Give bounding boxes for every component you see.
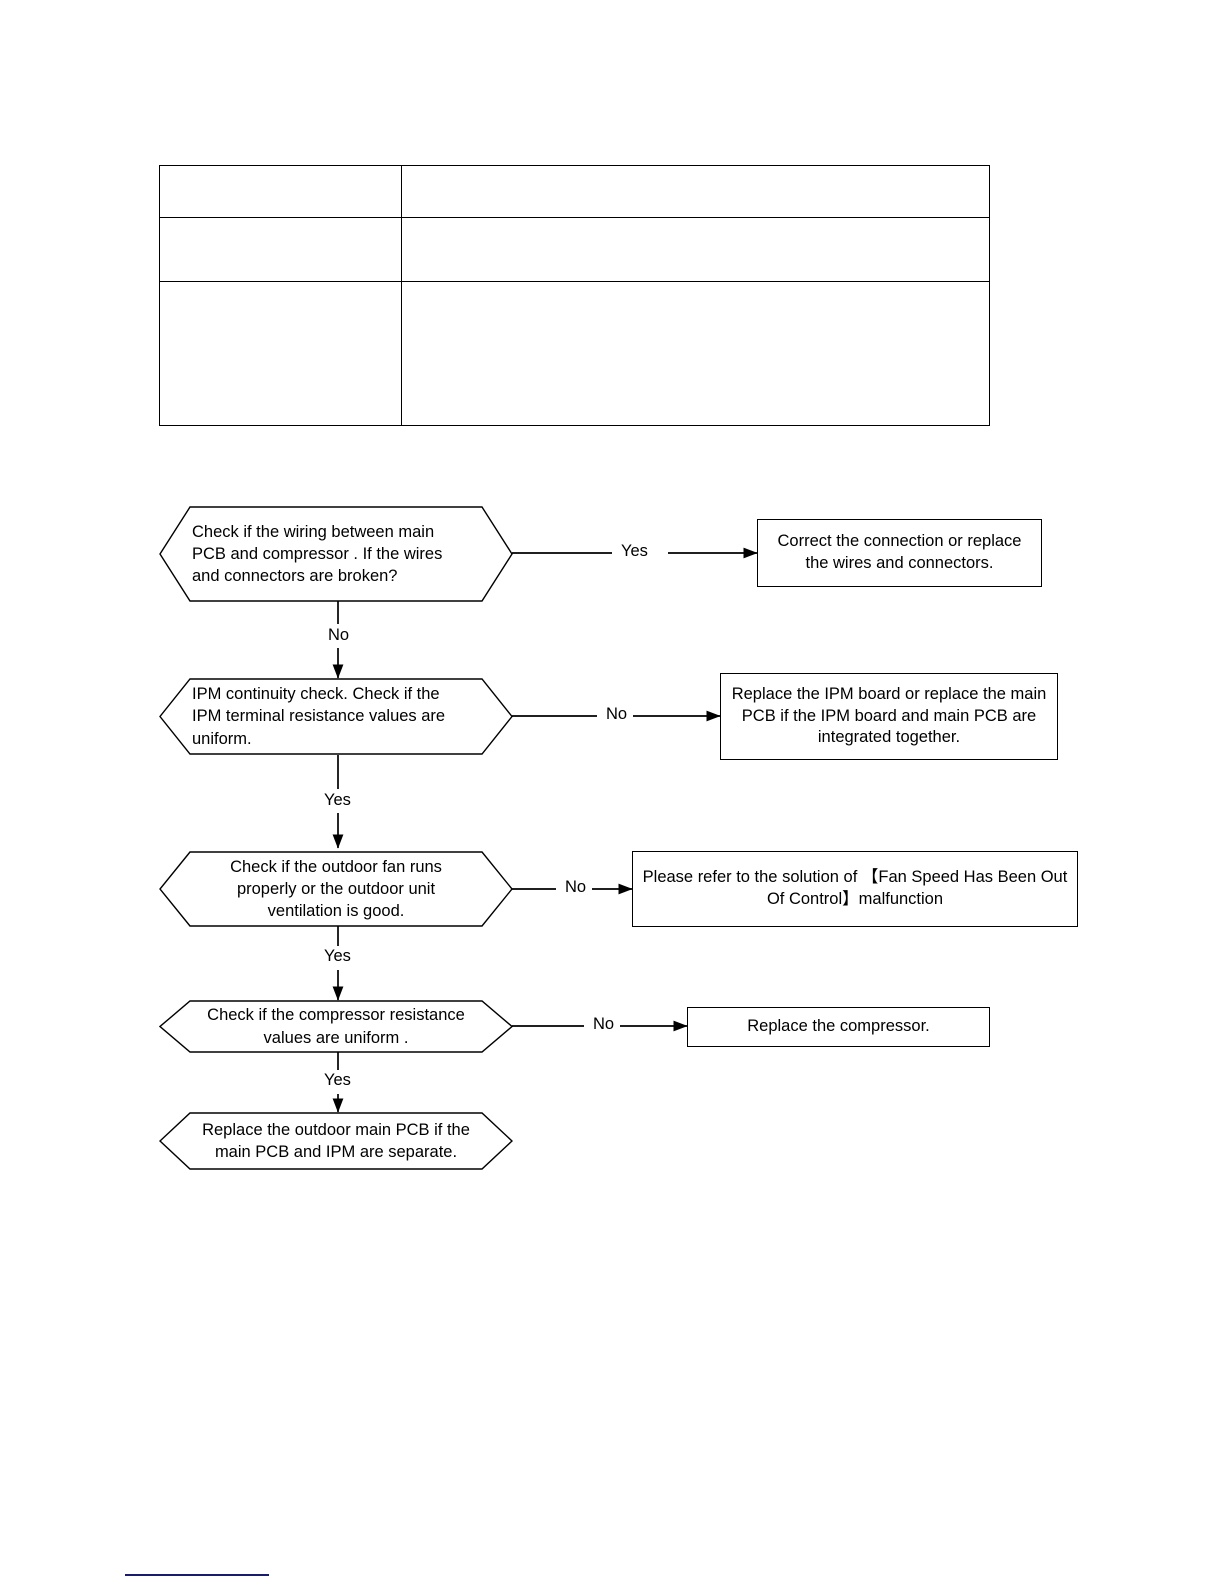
edge-label-fan-no: No	[561, 879, 591, 896]
edge-label-ipm-yes: Yes	[320, 792, 355, 809]
edge-label-wiring-no: No	[324, 627, 354, 644]
action-refer-fan-speed-label: Please refer to the solution of 【Fan Spe…	[642, 868, 1068, 908]
table-row	[159, 217, 990, 282]
edge-label-wiring-yes: Yes	[617, 543, 652, 560]
action-replace-ipm-board[interactable]: Replace the IPM board or replace the mai…	[720, 673, 1058, 760]
table-cell-content	[401, 281, 990, 426]
edge-label-comp-no: No	[589, 1016, 619, 1033]
action-refer-fan-speed[interactable]: Please refer to the solution of 【Fan Spe…	[632, 851, 1078, 927]
action-replace-compressor[interactable]: Replace the compressor.	[687, 1007, 990, 1047]
decision-ipm-continuity-label: IPM continuity check. Check if the IPM t…	[192, 685, 446, 748]
action-replace-ipm-board-label: Replace the IPM board or replace the mai…	[731, 684, 1047, 747]
table-row	[159, 281, 990, 426]
edge-label-ipm-no: No	[602, 706, 632, 723]
decision-wiring-label: Check if the wiring between main PCB and…	[192, 522, 443, 586]
table-cell-label	[159, 281, 402, 426]
action-correct-connection-label: Correct the connection or replace the wi…	[777, 532, 1022, 572]
edge-label-comp-yes: Yes	[320, 1072, 355, 1089]
decision-ipm-continuity[interactable]: IPM continuity check. Check if the IPM t…	[159, 678, 513, 755]
edge-label-fan-yes: Yes	[320, 948, 355, 965]
footer-divider	[125, 1574, 269, 1576]
decision-compressor-resistance-label: Check if the compressor resistance value…	[207, 1006, 465, 1047]
decision-outdoor-fan[interactable]: Check if the outdoor fan runs properly o…	[159, 851, 513, 927]
action-replace-outdoor-main-pcb[interactable]: Replace the outdoor main PCB if the main…	[159, 1112, 513, 1170]
decision-wiring[interactable]: Check if the wiring between main PCB and…	[159, 506, 513, 602]
table-row	[159, 165, 990, 218]
action-replace-compressor-label: Replace the compressor.	[747, 1017, 930, 1036]
decision-compressor-resistance[interactable]: Check if the compressor resistance value…	[159, 1000, 513, 1053]
table-cell-content	[401, 217, 990, 282]
action-correct-connection[interactable]: Correct the connection or replace the wi…	[757, 519, 1042, 587]
malfunction-spec-table	[159, 165, 990, 426]
decision-outdoor-fan-label: Check if the outdoor fan runs properly o…	[230, 857, 442, 921]
table-cell-label	[159, 165, 402, 218]
action-replace-outdoor-main-pcb-label: Replace the outdoor main PCB if the main…	[202, 1120, 470, 1161]
table-cell-label	[159, 217, 402, 282]
table-cell-content	[401, 165, 990, 218]
